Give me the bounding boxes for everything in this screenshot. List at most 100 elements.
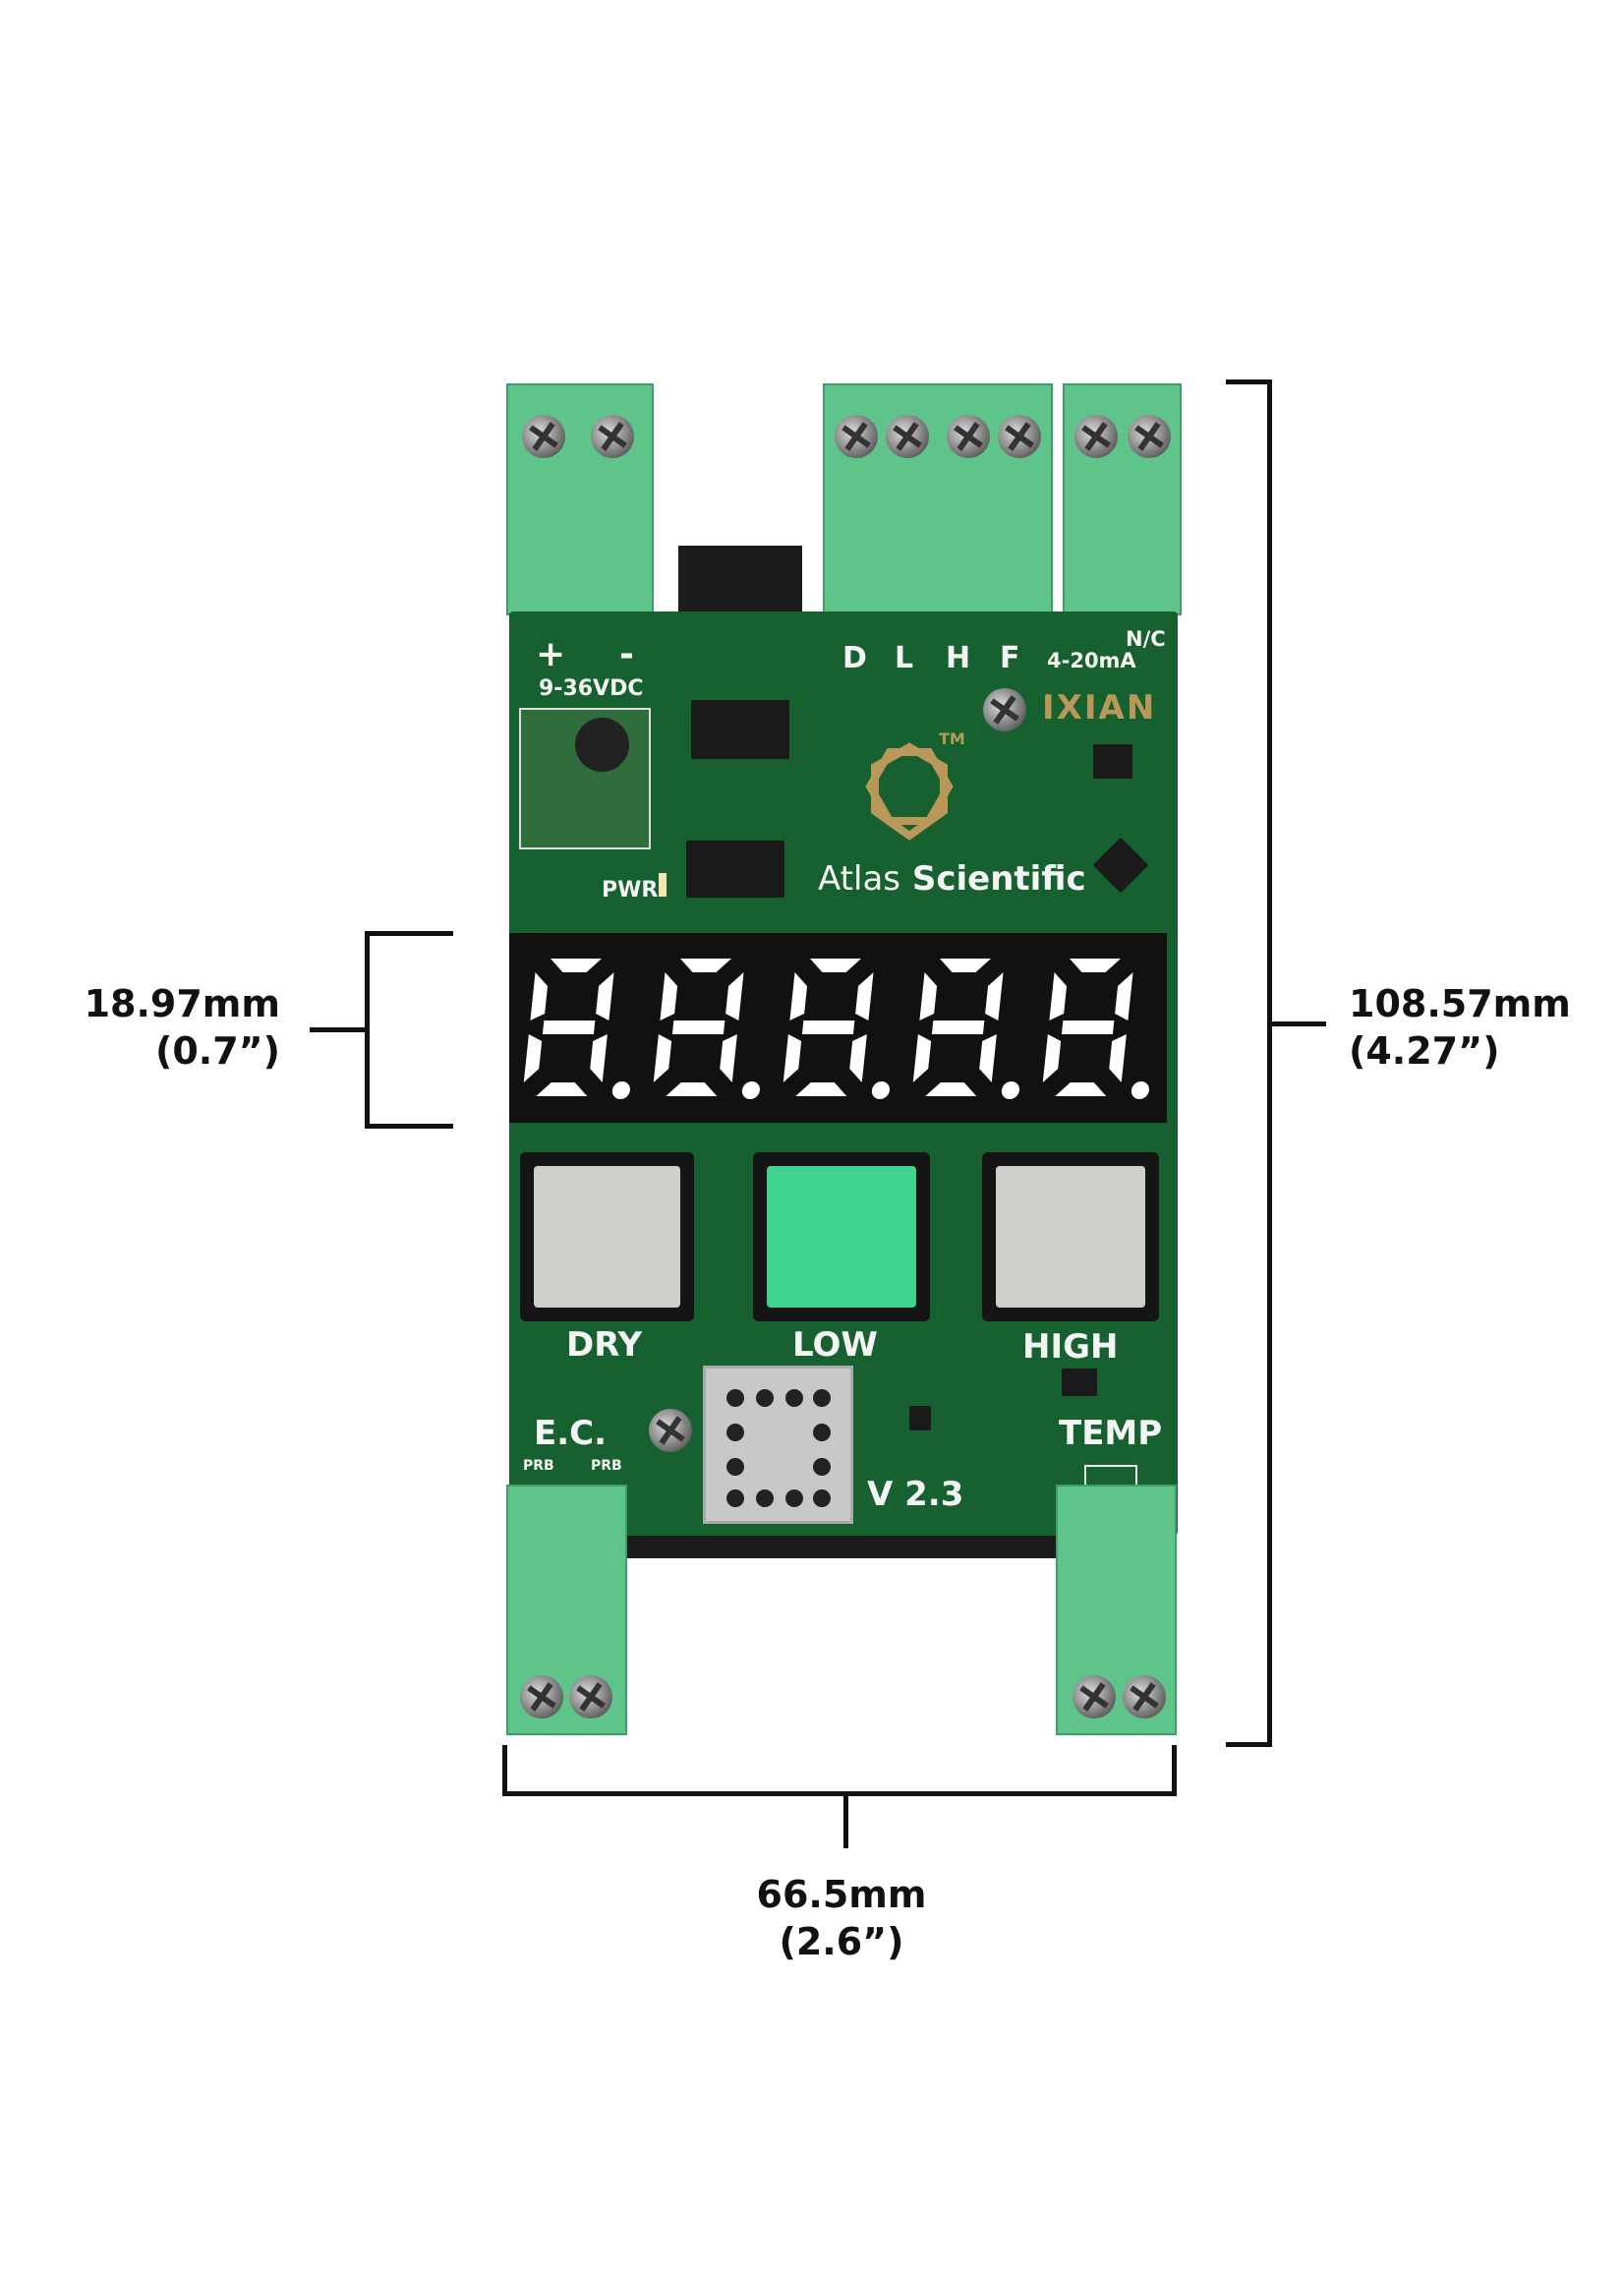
display-segment bbox=[666, 1082, 718, 1096]
shield-holes bbox=[726, 1389, 831, 1507]
display-segment bbox=[795, 1082, 847, 1096]
pwr-label: PWR bbox=[602, 878, 659, 903]
display-decimal-point bbox=[871, 1081, 890, 1099]
low-label: LOW bbox=[792, 1325, 878, 1365]
current-loop-terminal-block[interactable] bbox=[1063, 383, 1182, 615]
display-segment bbox=[985, 972, 1004, 1020]
width-dimension-left-tick bbox=[502, 1745, 507, 1796]
height-dimension-bottom-tick bbox=[1226, 1742, 1272, 1747]
relay-terminal-block[interactable] bbox=[823, 383, 1053, 615]
display-segment bbox=[536, 1082, 588, 1096]
display-segment bbox=[653, 1034, 672, 1082]
display-digit bbox=[1042, 959, 1149, 1099]
dry-button[interactable] bbox=[520, 1152, 694, 1321]
display-digit bbox=[653, 959, 760, 1099]
display-dimension-bottom-tick bbox=[365, 1124, 453, 1129]
display-digits bbox=[523, 959, 1149, 1099]
display-mm-label: 18.97mm bbox=[84, 982, 280, 1025]
width-dimension-right-tick bbox=[1172, 1745, 1177, 1796]
low-button[interactable] bbox=[753, 1152, 930, 1321]
brand-name-bold: Scientific bbox=[911, 859, 1086, 899]
relay-label-l: L bbox=[895, 641, 914, 675]
dry-button-cap[interactable] bbox=[534, 1166, 680, 1308]
atlas-scientific-logo-icon bbox=[865, 742, 954, 841]
display-segment bbox=[810, 959, 861, 972]
display-segment bbox=[1061, 1020, 1115, 1034]
display-segment bbox=[783, 1034, 802, 1082]
display-segment bbox=[1049, 972, 1068, 1020]
nc-label: N/C bbox=[1126, 627, 1166, 651]
height-dimension-top-tick bbox=[1226, 379, 1272, 384]
ic-chip-3 bbox=[1093, 744, 1132, 779]
display-segment bbox=[912, 1034, 932, 1082]
display-segment bbox=[660, 972, 678, 1020]
rf-shield bbox=[703, 1366, 853, 1524]
display-segment bbox=[720, 1034, 737, 1082]
height-dimension-center-tick bbox=[1270, 1021, 1326, 1026]
display-digit bbox=[523, 959, 630, 1099]
display-dimension-center-tick bbox=[310, 1027, 367, 1032]
inductor bbox=[575, 718, 629, 772]
display-inch-label: (0.7”) bbox=[154, 1029, 280, 1073]
ec-label: E.C. bbox=[534, 1414, 608, 1453]
temp-label: TEMP bbox=[1059, 1414, 1163, 1453]
width-mm-label: 66.5mm bbox=[756, 1873, 927, 1916]
high-label: HIGH bbox=[1022, 1327, 1119, 1367]
ic-chip-5 bbox=[1062, 1369, 1097, 1396]
display-segment bbox=[530, 972, 549, 1020]
display-segment bbox=[849, 1034, 867, 1082]
display-decimal-point bbox=[1131, 1081, 1149, 1099]
display-segment bbox=[680, 959, 731, 972]
ixian-logo: IXIAN bbox=[1042, 688, 1157, 728]
power-plus-label: + bbox=[536, 634, 566, 674]
ec-probe-terminal-block[interactable] bbox=[506, 1485, 627, 1735]
seven-segment-display bbox=[509, 933, 1167, 1123]
display-digit bbox=[912, 959, 1019, 1099]
dry-label: DRY bbox=[566, 1325, 643, 1365]
version-label: V 2.3 bbox=[867, 1475, 964, 1514]
high-button-cap[interactable] bbox=[996, 1166, 1145, 1308]
mounting-screw-top bbox=[983, 688, 1026, 731]
display-segment bbox=[590, 1034, 608, 1082]
power-terminal-block[interactable] bbox=[506, 383, 654, 615]
brand-name: Atlas Scientific bbox=[818, 859, 1086, 899]
display-segment bbox=[523, 1034, 543, 1082]
display-segment bbox=[919, 972, 938, 1020]
display-segment bbox=[1042, 1034, 1062, 1082]
width-inch-label: (2.6”) bbox=[779, 1920, 904, 1963]
ic-chip-6 bbox=[909, 1406, 931, 1430]
temp-probe-terminal-block[interactable] bbox=[1056, 1485, 1177, 1735]
tm-mark: TM bbox=[939, 729, 965, 748]
display-segment bbox=[725, 972, 744, 1020]
power-minus-label: - bbox=[619, 634, 634, 674]
high-button[interactable] bbox=[982, 1152, 1159, 1321]
display-segment bbox=[542, 1020, 596, 1034]
display-decimal-point bbox=[611, 1081, 630, 1099]
width-dimension-line bbox=[502, 1791, 1177, 1796]
brand-name-light: Atlas bbox=[818, 859, 900, 899]
ic-chip-2 bbox=[686, 841, 784, 898]
display-segment bbox=[855, 972, 874, 1020]
display-dimension-top-tick bbox=[365, 931, 453, 936]
display-segment bbox=[789, 972, 808, 1020]
current-loop-label: 4-20mA bbox=[1047, 649, 1136, 672]
height-mm-label: 108.57mm bbox=[1349, 982, 1571, 1025]
display-segment bbox=[1055, 1082, 1107, 1096]
display-segment bbox=[925, 1082, 977, 1096]
ic-chip-1 bbox=[691, 700, 789, 759]
display-segment bbox=[1115, 972, 1133, 1020]
display-segment bbox=[671, 1020, 725, 1034]
display-digit bbox=[783, 959, 890, 1099]
width-dimension-center-tick bbox=[843, 1794, 848, 1848]
height-inch-label: (4.27”) bbox=[1349, 1029, 1500, 1073]
display-segment bbox=[931, 1020, 985, 1034]
display-decimal-point bbox=[741, 1081, 760, 1099]
low-button-cap[interactable] bbox=[767, 1166, 916, 1308]
prb-right-label: PRB bbox=[591, 1458, 622, 1474]
mounting-screw-bottom bbox=[649, 1409, 692, 1452]
height-dimension-line bbox=[1267, 381, 1272, 1746]
relay-label-f: F bbox=[1000, 641, 1020, 675]
temp-bracket bbox=[1084, 1465, 1137, 1485]
display-segment bbox=[596, 972, 614, 1020]
display-decimal-point bbox=[1001, 1081, 1019, 1099]
